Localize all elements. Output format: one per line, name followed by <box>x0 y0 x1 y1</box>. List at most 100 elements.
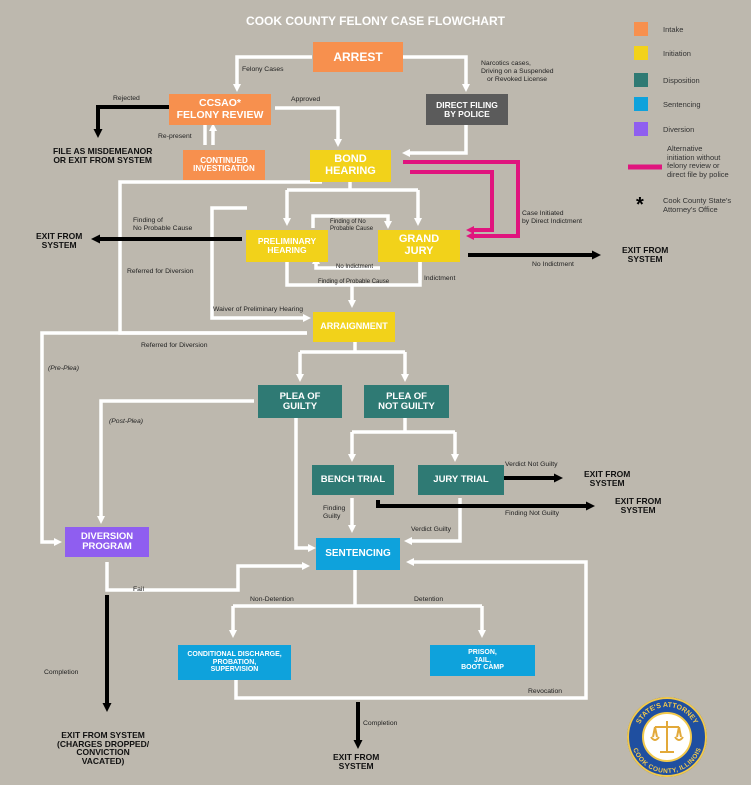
grand-jury-node: GRAND JURY <box>378 230 460 262</box>
exit-left-prelim-line-2: SYSTEM <box>41 239 77 250</box>
exit-sentence-completion-line-2: SYSTEM <box>338 760 374 771</box>
label-non-detention: Non-Detention <box>250 596 294 603</box>
exit-diversion-completion-line-4: VACATED) <box>81 755 125 766</box>
exit-misdemeanor-line-1: FILE AS MISDEMEANOR <box>53 146 153 156</box>
label-case-initiated-line-1: Case Initiated <box>522 210 564 217</box>
plea-guilty-line-2: GUILTY <box>282 400 318 412</box>
exit-left-prelim-line-1: EXIT FROM <box>36 231 83 241</box>
exit-jury-verdict-line-1: EXIT FROM <box>584 469 631 479</box>
exit-jury-finding: EXIT FROM SYSTEM <box>615 497 661 514</box>
label-verdict-guilty: Verdict Guilty <box>411 526 452 533</box>
label-detention: Detention <box>414 596 444 603</box>
label-pre-plea: (Pre-Plea) <box>48 365 79 372</box>
prison-line-1: PRISON, <box>468 649 497 657</box>
legend-swatch-intake <box>634 22 648 36</box>
label-finding-not-guilty: Finding Not Guilty <box>505 510 560 517</box>
legend-label-intake: Intake <box>663 25 684 34</box>
exit-right-grand-jury-line-1: EXIT FROM <box>622 245 669 255</box>
exit-right-grand-jury: EXIT FROM SYSTEM <box>622 246 668 263</box>
label-referred-diversion-1: Referred for Diversion <box>127 268 194 275</box>
continued-investigation-line-2: INVESTIGATION <box>193 164 255 173</box>
diversion-program-line-1: DIVERSION <box>80 531 134 543</box>
legend-star-text-line-1: Cook County State's <box>663 196 732 205</box>
exit-misdemeanor-line-2: OR EXIT FROM SYSTEM <box>53 154 153 165</box>
page-title: COOK COUNTY FELONY CASE FLOWCHART <box>246 14 505 28</box>
legend-star-text-line-2: Attorney's Office <box>663 204 718 214</box>
label-completion-left: Completion <box>44 669 79 676</box>
direct-filing-line-2: BY POLICE <box>444 108 490 119</box>
legend-alt-text: Alternative initiation without felony re… <box>667 144 729 180</box>
legend-star-icon: * <box>636 194 644 216</box>
label-no-indictment-mid: No Indictment <box>336 264 374 270</box>
legend-swatch-initiation <box>634 46 648 60</box>
ccsao-felony-review-node: CCSAO* FELONY REVIEW <box>169 94 271 125</box>
arrest-node: ARREST <box>313 42 403 72</box>
legend-label-initiation: Initiation <box>663 49 691 58</box>
exit-jury-finding-line-1: EXIT FROM <box>615 496 662 506</box>
prison-node: PRISON, JAIL, BOOT CAMP <box>430 645 535 676</box>
label-no-indictment-right: No Indictment <box>532 261 574 268</box>
legend-star-text: Cook County State's Attorney's Office <box>663 196 732 214</box>
exit-jury-verdict: EXIT FROM SYSTEM <box>584 470 630 487</box>
label-finding-pc: Finding of Probable Cause <box>318 279 390 285</box>
bond-hearing-line-2: HEARING <box>325 165 376 177</box>
label-waiver: Waiver of Preliminary Hearing <box>213 306 304 313</box>
plea-not-guilty-line-2: NOT GUILTY <box>378 400 435 412</box>
grand-jury-line-2: JURY <box>404 245 434 257</box>
exit-left-prelim: EXIT FROM SYSTEM <box>36 232 82 249</box>
preliminary-hearing-line-2: HEARING <box>267 245 307 255</box>
exit-diversion-completion-line-3: CONVICTION <box>76 747 130 757</box>
direct-filing-line-1: DIRECT FILING <box>436 99 498 110</box>
plea-guilty-node: PLEA OF GUILTY <box>258 385 342 418</box>
label-finding-no-pc-mid: Finding of No Probable Cause <box>330 219 373 233</box>
legend-alt-text-line-1: Alternative <box>667 144 703 153</box>
prison-line-2: JAIL, <box>473 656 492 664</box>
conditional-discharge-line-2: PROBATION, <box>212 658 257 666</box>
legend-label-disposition: Disposition <box>663 76 700 85</box>
direct-filing-node: DIRECT FILING BY POLICE <box>426 94 508 125</box>
exit-jury-verdict-line-2: SYSTEM <box>589 477 625 488</box>
label-referred-diversion-2: Referred for Diversion <box>141 342 208 349</box>
label-finding-guilty-line-2: Guilty <box>323 512 341 520</box>
label-finding-no-pc-left-line-1: Finding of <box>133 217 163 224</box>
label-post-plea: (Post-Plea) <box>109 418 143 425</box>
label-finding-no-pc-mid-line-2: Probable Cause <box>330 225 374 232</box>
preliminary-hearing-line-1: PRELIMINARY <box>257 236 317 247</box>
label-finding-no-pc-mid-line-1: Finding of No <box>330 219 366 225</box>
exit-diversion-completion: EXIT FROM SYSTEM (CHARGES DROPPED/ CONVI… <box>57 731 149 765</box>
ccsao-line-2: FELONY REVIEW <box>176 108 264 121</box>
sentencing-node: SENTENCING <box>316 538 400 570</box>
plea-not-guilty-node: PLEA OF NOT GUILTY <box>364 385 449 418</box>
jury-trial-node: JURY TRIAL <box>418 465 504 495</box>
continued-investigation-node: CONTINUED INVESTIGATION <box>183 150 265 180</box>
seal-icon: STATE'S ATTORNEY COOK COUNTY, ILLINOIS <box>627 697 707 777</box>
label-finding-guilty: Finding Guilty <box>323 505 345 521</box>
label-indictment: Indictment <box>424 275 456 282</box>
exit-sentence-completion: EXIT FROM SYSTEM <box>333 753 379 770</box>
conditional-discharge-line-3: SUPERVISION <box>210 666 259 674</box>
conditional-discharge-line-1: CONDITIONAL DISCHARGE, <box>187 651 282 659</box>
legend-alt-text-line-3: felony review or <box>667 161 720 171</box>
continued-investigation-line-1: CONTINUED <box>200 155 248 165</box>
diversion-program-line-2: PROGRAM <box>82 541 132 552</box>
label-narcotics-line-1: Narcotics cases, <box>481 60 531 67</box>
label-finding-no-pc-left: Finding of No Probable Cause <box>133 217 192 233</box>
diversion-program-node: DIVERSION PROGRAM <box>65 527 149 557</box>
legend-swatch-sentencing <box>634 97 648 111</box>
legend-alt-text-line-4: direct file by police <box>667 169 729 179</box>
exit-sentence-completion-line-1: EXIT FROM <box>333 752 380 762</box>
legend-label-sentencing: Sentencing <box>663 100 701 109</box>
exit-right-grand-jury-line-2: SYSTEM <box>627 253 663 264</box>
grand-jury-line-1: GRAND <box>398 233 440 246</box>
plea-not-guilty-line-1: PLEA OF <box>386 390 427 402</box>
legend-label-diversion: Diversion <box>663 125 695 134</box>
bench-trial-node: BENCH TRIAL <box>312 465 394 495</box>
plea-guilty-line-1: PLEA OF <box>279 390 321 402</box>
exit-diversion-completion-line-2: (CHARGES DROPPED/ <box>57 738 150 749</box>
legend-swatch-disposition <box>634 73 648 87</box>
arraignment-node: ARRAIGNMENT <box>313 312 395 342</box>
bond-hearing-line-1: BOND <box>334 153 367 166</box>
legend-swatch-diversion <box>634 122 648 136</box>
label-narcotics-line-2: Driving on a Suspended <box>481 67 554 75</box>
